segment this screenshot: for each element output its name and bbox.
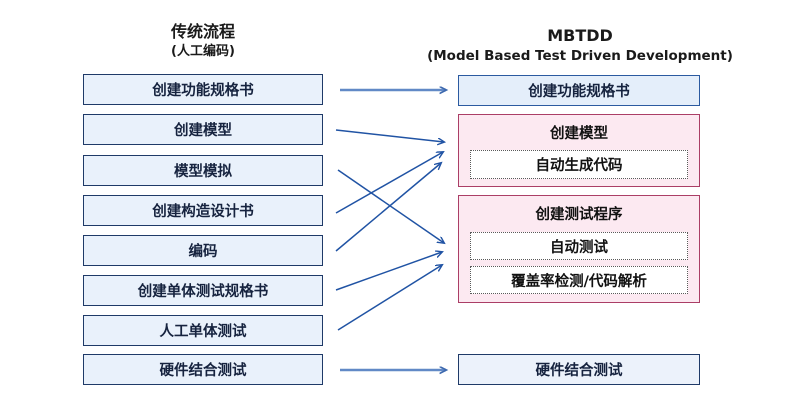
traditional-step-design: 创建构造设计书 (83, 195, 323, 226)
mbtdd-header-title: MBTDD (547, 26, 613, 45)
mbtdd-coverage-box: 覆盖率检测/代码解析 (470, 266, 688, 294)
mbtdd-model-box-title: 创建模型 (550, 126, 608, 142)
traditional-header-subtitle: (人工编码) (171, 44, 235, 59)
mbtdd-hw-box: 硬件结合测试 (458, 354, 700, 385)
traditional-step-unitspec: 创建单体测试规格书 (83, 275, 323, 306)
mbtdd-spec-box: 创建功能规格书 (458, 75, 700, 106)
arrow-unitspec-to-testbox (335, 252, 442, 291)
mbtdd-model-box: 创建模型 自动生成代码 (458, 114, 700, 187)
mbtdd-column-header: MBTDD (Model Based Test Driven Developme… (420, 26, 740, 65)
traditional-step-hwtest: 硬件结合测试 (83, 354, 323, 385)
arrow-simulation-to-testbox (337, 169, 444, 243)
traditional-step-unittest: 人工单体测试 (83, 315, 323, 346)
traditional-step-simulation: 模型模拟 (83, 155, 323, 186)
traditional-step-spec: 创建功能规格书 (83, 74, 323, 105)
traditional-step-model: 创建模型 (83, 114, 323, 145)
mbtdd-test-box: 创建测试程序 自动测试 覆盖率检测/代码解析 (458, 195, 700, 303)
arrow-model-to-modelbox (335, 129, 444, 142)
mbtdd-auto-test-box: 自动测试 (470, 232, 688, 260)
arrow-design-to-modelbox (335, 152, 443, 214)
mbtdd-header-subtitle: (Model Based Test Driven Development) (427, 48, 733, 64)
traditional-header-title: 传统流程 (170, 22, 235, 41)
mbtdd-test-box-title: 创建测试程序 (535, 207, 623, 223)
traditional-step-coding: 编码 (83, 235, 323, 266)
mbtdd-auto-codegen-box: 自动生成代码 (470, 150, 688, 179)
arrow-unittest-to-testbox (337, 265, 442, 331)
traditional-column-header: 传统流程 (人工编码) (83, 22, 323, 60)
arrow-coding-to-modelbox (335, 163, 441, 252)
